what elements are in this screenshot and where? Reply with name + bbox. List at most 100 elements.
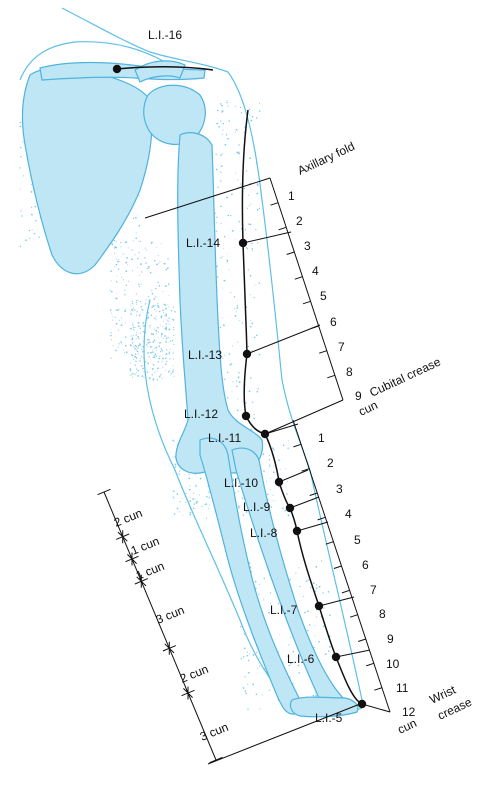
stipple-dot	[239, 381, 241, 383]
stipple-dot	[174, 513, 176, 515]
stipple-dot	[252, 684, 254, 686]
stipple-dot	[299, 672, 300, 673]
stipple-dot	[115, 317, 116, 318]
stipple-dot	[120, 341, 121, 342]
stipple-dot	[285, 510, 287, 512]
stipple-dot	[131, 258, 133, 260]
stipple-dot	[20, 210, 21, 211]
stipple-dot	[132, 323, 133, 324]
scale-tick	[342, 590, 350, 593]
label-li-7: L.I.-7	[270, 603, 298, 617]
stipple-dot	[256, 335, 258, 337]
stipple-dot	[156, 311, 157, 312]
stipple-dot	[140, 241, 141, 242]
stipple-dot	[222, 134, 223, 135]
stipple-dot	[38, 236, 39, 237]
stipple-dot	[112, 316, 113, 317]
stipple-dot	[154, 340, 156, 342]
stipple-dot	[159, 342, 161, 344]
stipple-dot	[249, 115, 250, 116]
stipple-dot	[310, 587, 311, 588]
stipple-dot	[162, 358, 164, 360]
stipple-dot	[162, 378, 163, 379]
stipple-dot	[111, 313, 112, 314]
stipple-dot	[226, 260, 227, 261]
stipple-dot	[137, 358, 138, 359]
stipple-dot	[242, 514, 243, 515]
stipple-dot	[140, 314, 141, 315]
stipple-dot	[153, 364, 155, 366]
stipple-dot	[186, 493, 187, 494]
stipple-dot	[156, 333, 157, 334]
stipple-dot	[147, 371, 149, 373]
upper-tick-9: 9	[355, 389, 362, 403]
stipple-dot	[121, 317, 122, 318]
stipple-dot	[259, 208, 260, 209]
stipple-dot	[134, 254, 135, 255]
stipple-dot	[148, 266, 150, 268]
stipple-dot	[161, 348, 163, 350]
segment-label-5: 2 cun	[178, 662, 210, 686]
stipple-dot	[223, 123, 224, 124]
stipple-dot	[216, 123, 218, 125]
stipple-dot	[137, 258, 138, 259]
ruler-divider	[210, 757, 223, 762]
stipple-dot	[287, 481, 288, 482]
upper-scale-labels: 1 2 3 4 5 6 7 8 9	[288, 189, 362, 403]
stipple-dot	[321, 560, 322, 561]
stipple-dot	[328, 651, 329, 652]
stipple-dot	[242, 322, 243, 323]
stipple-dot	[193, 508, 195, 510]
stipple-dot	[216, 216, 217, 217]
stipple-dot	[247, 655, 248, 656]
stipple-dot	[147, 339, 148, 340]
stipple-dot	[263, 470, 265, 472]
stipple-dot	[175, 466, 176, 467]
stipple-dot	[272, 447, 274, 449]
stipple-dot	[168, 371, 169, 372]
stipple-dot	[134, 356, 136, 358]
scale-tick	[310, 493, 318, 496]
stipple-dot	[269, 459, 270, 460]
stipple-dot	[152, 352, 154, 354]
stipple-dot	[239, 320, 240, 321]
stipple-dot	[250, 377, 252, 379]
stipple-dot	[172, 371, 173, 372]
stipple-dot	[241, 112, 242, 113]
label-li-6: L.I.-6	[287, 652, 315, 666]
stipple-dot	[209, 497, 210, 498]
stipple-dot	[20, 147, 21, 148]
stipple-dot	[137, 347, 138, 348]
stipple-dot	[173, 307, 174, 308]
stipple-dot	[111, 339, 112, 340]
stipple-dot	[226, 134, 227, 135]
stipple-dot	[32, 229, 33, 230]
stipple-dot	[136, 304, 137, 305]
stipple-dot	[314, 625, 315, 626]
stipple-dot	[115, 350, 117, 352]
stipple-dot	[168, 321, 169, 322]
stipple-dot	[235, 173, 236, 174]
lower-tick-8: 8	[379, 607, 386, 621]
stipple-dot	[31, 184, 32, 185]
stipple-dot	[166, 338, 167, 339]
stipple-dot	[329, 646, 331, 648]
stipple-dot	[119, 320, 120, 321]
stipple-dot	[283, 444, 285, 446]
stipple-dot	[178, 473, 180, 475]
upper-tick-5: 5	[320, 289, 327, 303]
stipple-dot	[267, 493, 269, 495]
stipple-dot	[220, 120, 221, 121]
stipple-dot	[134, 309, 135, 310]
stipple-dot	[223, 248, 224, 249]
lower-tick-3: 3	[336, 482, 343, 496]
label-li-10: L.I.-10	[224, 476, 258, 490]
stipple-dot	[259, 282, 261, 284]
stipple-dot	[154, 260, 156, 262]
stipple-dot	[151, 306, 153, 308]
stipple-dot	[133, 346, 134, 347]
stipple-dot	[125, 270, 127, 272]
stipple-dot	[250, 275, 252, 277]
stipple-dot	[222, 317, 223, 318]
